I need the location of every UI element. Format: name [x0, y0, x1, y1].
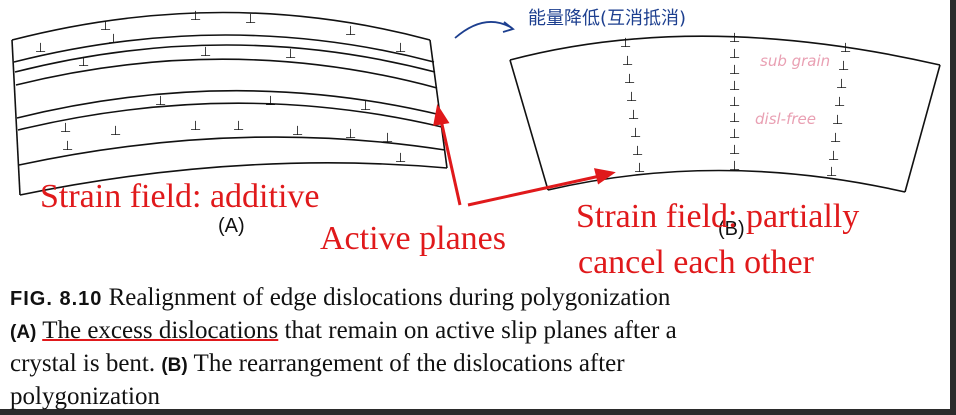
dislocation-symbol: ⊥ — [395, 151, 406, 166]
dislocation-symbol: ⊥ — [285, 47, 296, 62]
dislocation-symbol: ⊥ — [729, 127, 740, 142]
dislocation-symbol: ⊥ — [245, 12, 256, 27]
strain-additive-annotation: Strain field: additive — [40, 178, 320, 215]
dislocation-symbol: ⊥ — [729, 31, 740, 46]
dislocation-symbol: ⊥ — [632, 144, 643, 159]
dislocation-symbol: ⊥ — [620, 36, 631, 51]
strain-partial-annotation-line1: Strain field: partially — [576, 198, 860, 235]
dislocation-symbol: ⊥ — [626, 90, 637, 105]
caption-text: Realignment of edge dislocations during … — [102, 284, 671, 311]
dislocation-symbol: ⊥ — [190, 9, 201, 24]
dislocation-symbol: ⊥ — [200, 45, 211, 60]
dislocation-symbol: ⊥ — [155, 94, 166, 109]
caption-text: crystal is bent. — [10, 350, 162, 377]
panel-a-dislocations: ⊥ ⊥ ⊥ ⊥ ⊥ ⊥ ⊥ ⊥ ⊥ ⊥ ⊥ ⊥ ⊥ ⊥ ⊥ ⊥ ⊥ ⊥ ⊥ ⊥ … — [35, 9, 406, 166]
dislocation-symbol: ⊥ — [826, 165, 837, 180]
figure-number: FIG. 8.10 — [10, 288, 103, 310]
dislocation-symbol: ⊥ — [836, 77, 847, 92]
disl-free-note: disl-free — [755, 110, 816, 128]
dislocation-symbol: ⊥ — [60, 121, 71, 136]
caption-text: The rearrangement of the dislocations af… — [187, 350, 625, 377]
dislocation-symbol: ⊥ — [360, 99, 371, 114]
panel-a-label: (A) — [218, 215, 245, 237]
dislocation-symbol: ⊥ — [832, 113, 843, 128]
dislocation-symbol: ⊥ — [828, 149, 839, 164]
dislocation-symbol: ⊥ — [729, 159, 740, 174]
dislocation-symbol: ⊥ — [35, 41, 46, 56]
blue-curve-arrow-icon — [454, 21, 513, 39]
dislocation-symbol: ⊥ — [233, 119, 244, 134]
dislocation-symbol: ⊥ — [634, 161, 645, 176]
dislocation-symbol: ⊥ — [838, 59, 849, 74]
panel-b-polygonized-crystal — [509, 35, 941, 193]
caption-tag-b: (B) — [161, 355, 188, 376]
dislocation-symbol: ⊥ — [830, 131, 841, 146]
caption-tag-a: (A) — [10, 322, 37, 343]
active-planes-annotation: Active planes — [320, 220, 506, 257]
dislocation-symbol: ⊥ — [834, 95, 845, 110]
energy-note: 能量降低(互消抵消) — [528, 8, 687, 29]
figure-caption: FIG. 8.10 Realignment of edge dislocatio… — [10, 282, 940, 412]
dislocation-symbol: ⊥ — [729, 111, 740, 126]
dislocation-symbol: ⊥ — [108, 32, 119, 47]
dislocation-diagram: ⊥ ⊥ ⊥ ⊥ ⊥ ⊥ ⊥ ⊥ ⊥ ⊥ ⊥ ⊥ ⊥ ⊥ ⊥ ⊥ ⊥ ⊥ ⊥ ⊥ … — [11, 9, 941, 207]
red-arrows — [433, 104, 616, 207]
dislocation-symbol: ⊥ — [729, 47, 740, 62]
dislocation-symbol: ⊥ — [292, 124, 303, 139]
dislocation-symbol: ⊥ — [110, 124, 121, 139]
panel-b-label: (B) — [718, 218, 745, 240]
underlined-phrase: The excess dislocations — [42, 317, 279, 344]
caption-text: that remain on active slip planes after … — [278, 317, 677, 344]
dislocation-symbol: ⊥ — [265, 94, 276, 109]
dislocation-symbol: ⊥ — [62, 139, 73, 154]
panel-b-dislocation-walls: ⊥ ⊥ ⊥ ⊥ ⊥ ⊥ ⊥ ⊥ ⊥ ⊥ ⊥ ⊥ ⊥ ⊥ ⊥ ⊥ ⊥ ⊥ ⊥ ⊥ … — [620, 31, 851, 180]
dislocation-symbol: ⊥ — [345, 127, 356, 142]
panel-a-bent-crystal — [11, 11, 448, 196]
caption-line-1: FIG. 8.10 Realignment of edge dislocatio… — [10, 282, 940, 315]
caption-line-2: (A) The excess dislocations that remain … — [10, 315, 940, 348]
strain-partial-annotation-line2: cancel each other — [578, 244, 814, 281]
dislocation-symbol: ⊥ — [345, 24, 356, 39]
caption-line-4: polygonization — [10, 383, 160, 410]
dislocation-symbol: ⊥ — [729, 95, 740, 110]
dislocation-symbol: ⊥ — [100, 19, 111, 34]
dislocation-symbol: ⊥ — [78, 55, 89, 70]
caption-line-3: crystal is bent. (B) The rearrangement o… — [10, 348, 940, 381]
dislocation-symbol: ⊥ — [729, 79, 740, 94]
dislocation-symbol: ⊥ — [628, 108, 639, 123]
dislocation-symbol: ⊥ — [630, 126, 641, 141]
dislocation-symbol: ⊥ — [729, 143, 740, 158]
dislocation-symbol: ⊥ — [840, 41, 851, 56]
dislocation-symbol: ⊥ — [190, 119, 201, 134]
dislocation-symbol: ⊥ — [622, 54, 633, 69]
dislocation-symbol: ⊥ — [624, 72, 635, 87]
dislocation-symbol: ⊥ — [382, 131, 393, 146]
dislocation-symbol: ⊥ — [395, 41, 406, 56]
dislocation-symbol: ⊥ — [729, 63, 740, 78]
sub-grain-note: sub grain — [760, 52, 831, 70]
